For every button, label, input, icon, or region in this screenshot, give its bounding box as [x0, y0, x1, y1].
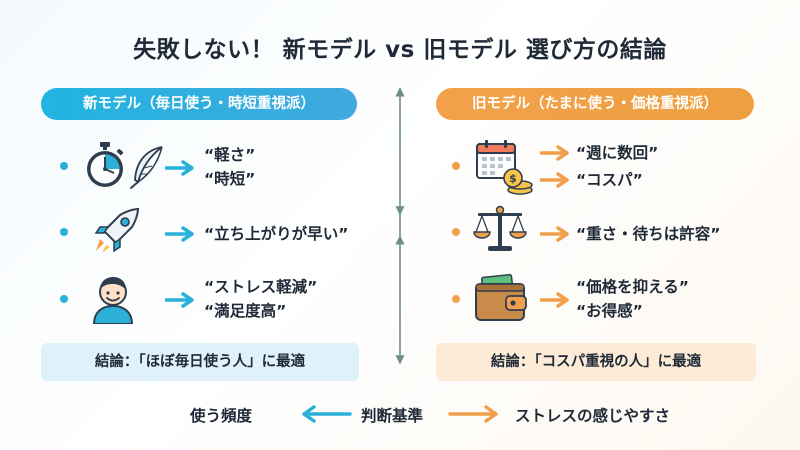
chevron-down-icon: ▼ — [395, 352, 405, 366]
arrow-right-icon — [165, 160, 194, 176]
arrow-right-icon — [540, 145, 569, 161]
old-item-3-line-2: “お得感” — [576, 302, 643, 320]
bullet-dot — [60, 295, 68, 303]
old-item-3-line-1: “価格を抑える” — [576, 278, 689, 296]
criteria-center-label: 判断基準 — [361, 407, 424, 425]
calendar-icon — [476, 140, 516, 179]
chevron-up-icon: ▲ — [395, 232, 405, 246]
new-item-2-line-1: “立ち上がりが早い” — [204, 225, 349, 243]
old-model-conclusion: 結論：「コスパ重視の人」に最適 — [436, 343, 756, 381]
old-item-2-line-1: “重さ・待ちは許容” — [576, 225, 721, 243]
arrow-right-icon — [540, 226, 569, 242]
old-item-1-line-1: “週に数回” — [576, 144, 659, 162]
coins-icon: $ — [503, 168, 533, 195]
bullet-dot — [452, 295, 460, 303]
feather-icon — [130, 146, 163, 189]
arrow-right-icon — [165, 226, 194, 242]
new-model-header: 新モデル（毎日使う・時短重視派） — [41, 88, 357, 120]
rocket-icon — [94, 207, 140, 253]
stopwatch-icon — [87, 142, 124, 187]
arrow-right-icon — [540, 172, 569, 188]
svg-text:$: $ — [509, 172, 517, 185]
arrow-right-icon — [448, 405, 498, 423]
bullet-dot — [452, 162, 460, 170]
balance-scale-icon — [473, 205, 527, 251]
criteria-left-label: 使う頻度 — [190, 407, 253, 425]
bullet-dot — [452, 228, 460, 236]
new-item-3-line-2: “満足度高” — [204, 302, 287, 320]
new-item-1-line-2: “時短” — [204, 170, 256, 188]
wallet-icon — [475, 273, 527, 321]
criteria-right-label: ストレスの感じやすさ — [515, 407, 671, 425]
arrow-left-icon — [302, 405, 352, 423]
arrow-right-icon — [540, 292, 569, 308]
old-item-1-line-2: “コスパ” — [576, 171, 643, 189]
bullet-dot — [60, 228, 68, 236]
bullet-dot — [60, 162, 68, 170]
new-item-3-line-1: “ストレス軽減” — [204, 278, 318, 296]
new-item-1-line-1: “軽さ” — [204, 146, 256, 164]
page-title: 失敗しない！ 新モデル vs 旧モデル 選び方の結論 — [133, 37, 667, 63]
old-model-header: 旧モデル（たまに使う・価格重視派） — [436, 88, 754, 120]
center-divider — [399, 88, 401, 360]
chevron-down-icon: ▼ — [395, 203, 405, 217]
new-model-conclusion: 結論：「ほぼ毎日使う人」に最適 — [41, 343, 359, 381]
chevron-up-icon: ▲ — [395, 84, 405, 98]
smiling-person-icon — [92, 277, 134, 324]
arrow-right-icon — [165, 292, 194, 308]
